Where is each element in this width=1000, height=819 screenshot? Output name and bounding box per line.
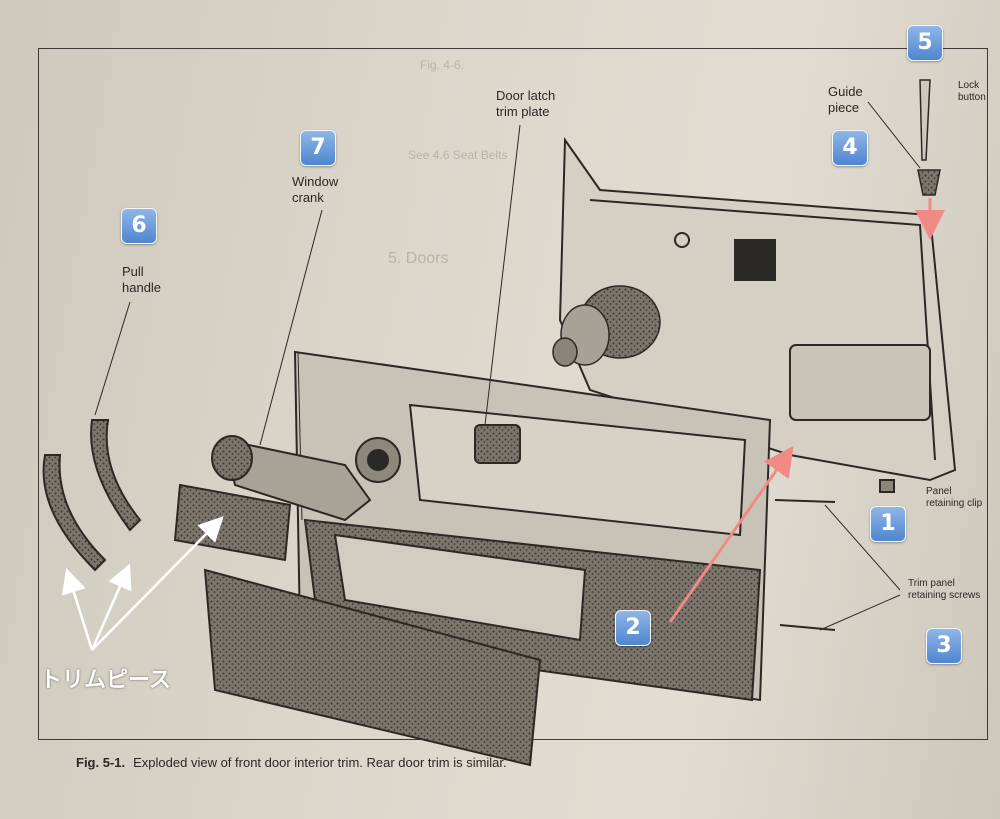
background-section-heading: 5. Doors bbox=[388, 250, 449, 267]
caption-number: Fig. 5-1. bbox=[76, 755, 126, 770]
callout-pull-handle: Pull handle bbox=[122, 264, 162, 295]
badge-1: 1 bbox=[870, 506, 906, 542]
armrest-pocket bbox=[203, 518, 762, 767]
annotation-red-arrows bbox=[668, 198, 945, 623]
figure-caption: Fig. 5-1. Exploded view of front door int… bbox=[76, 754, 596, 771]
callout-window-crank: Window crank bbox=[292, 174, 339, 205]
pull-handle-part bbox=[90, 419, 142, 532]
badge-2: 2 bbox=[615, 610, 651, 646]
badge-3: 3 bbox=[926, 628, 962, 664]
badge-4: 4 bbox=[832, 130, 868, 166]
callout-door-latch-trim-plate: Door latch trim plate bbox=[496, 88, 556, 119]
door-latch-trim-plate-part bbox=[474, 424, 521, 464]
annotation-trim-piece-jp: トリムピース bbox=[40, 668, 171, 693]
badge-7: 7 bbox=[300, 130, 336, 166]
callout-lock-button: Lock button bbox=[958, 80, 986, 103]
lock-button-part bbox=[919, 79, 931, 161]
background-fig-reference: Fig. 4-6. bbox=[420, 58, 465, 72]
regulator-spindle bbox=[552, 285, 661, 367]
badge-6: 6 bbox=[121, 208, 157, 244]
callout-trim-panel-retaining-screws: Trim panel retaining screws bbox=[908, 578, 981, 601]
callout-leaders bbox=[94, 101, 921, 631]
trim-panel-retaining-screws bbox=[774, 499, 836, 631]
callout-guide-piece: Guide piece bbox=[828, 84, 863, 115]
background-see-reference: See 4.6 Seat Belts bbox=[408, 148, 508, 162]
callout-panel-retaining-clip: Panel retaining clip bbox=[926, 486, 983, 509]
panel-retaining-clip-part bbox=[879, 479, 895, 493]
trim-piece-left bbox=[42, 454, 107, 572]
annotation-arrows bbox=[61, 516, 224, 651]
badge-5: 5 bbox=[907, 25, 943, 61]
guide-piece-part bbox=[917, 169, 941, 196]
window-crank-part bbox=[211, 435, 401, 522]
caption-text: Exploded view of front door interior tri… bbox=[133, 755, 507, 770]
